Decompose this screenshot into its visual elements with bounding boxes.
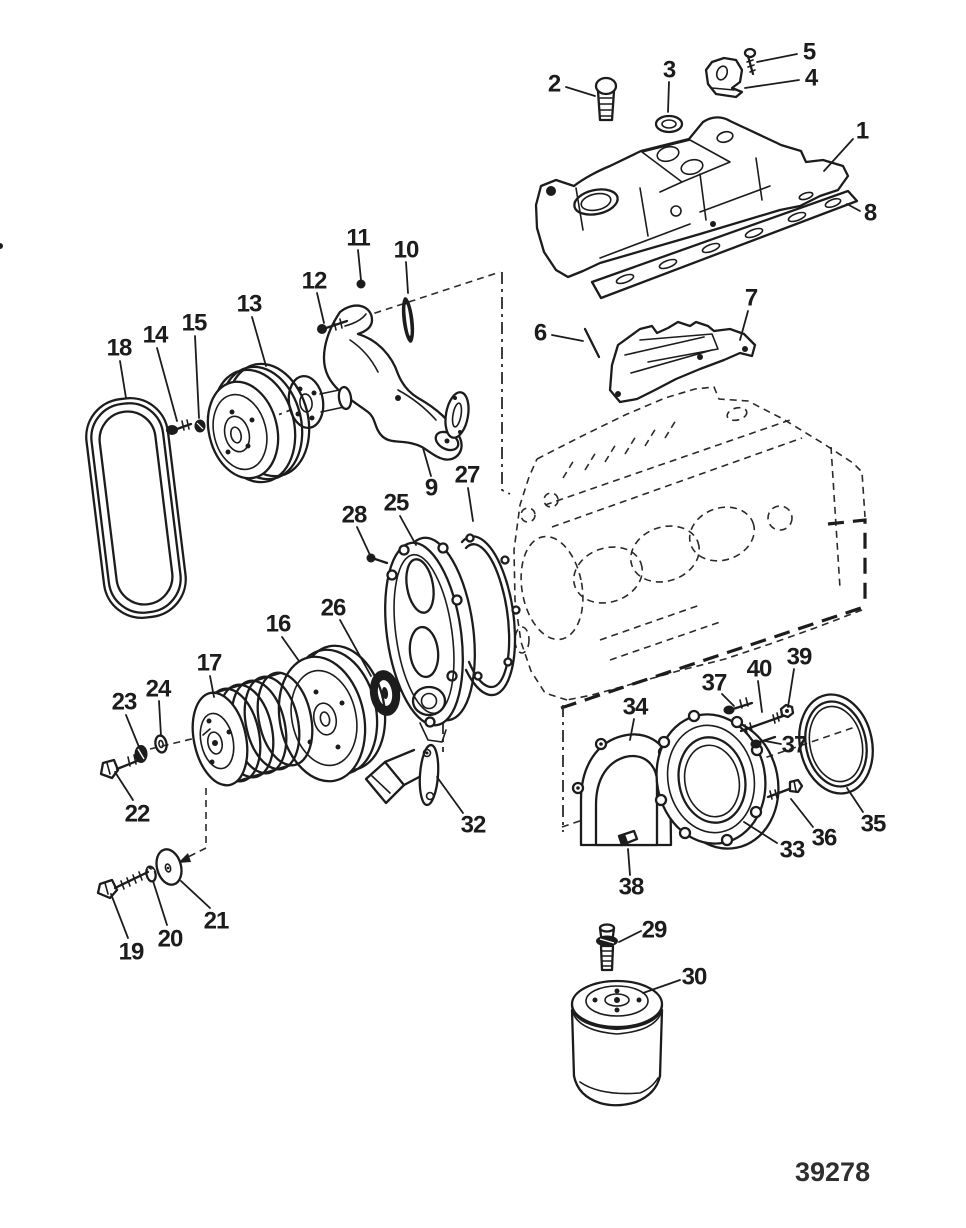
dowel-pin-drawing	[583, 327, 601, 359]
rear-seal-group	[571, 693, 874, 850]
pulley-bolt-drawing	[166, 419, 193, 435]
callout-39: 39	[787, 644, 812, 671]
callout-10: 10	[394, 237, 419, 264]
callout-34: 34	[623, 694, 649, 721]
callout-8: 8	[864, 200, 877, 227]
water-pump-group	[287, 279, 470, 461]
callout-7: 7	[745, 285, 758, 312]
retainer-gasket-drawing	[571, 733, 673, 847]
bracket-drawing	[364, 743, 440, 807]
lift-bracket-drawing	[704, 56, 744, 99]
callout-36: 36	[812, 825, 837, 852]
callout-22: 22	[125, 801, 150, 828]
callout-leader-lines	[110, 53, 864, 994]
callout-20: 20	[158, 926, 183, 953]
callout-17: 17	[197, 650, 222, 677]
bracket-screw-drawing	[743, 47, 757, 76]
manifold-seal-drawing	[654, 114, 684, 134]
callout-40: 40	[747, 656, 772, 683]
callout-37b: 37	[782, 732, 807, 759]
callout-29: 29	[642, 917, 667, 944]
callout-3: 3	[663, 57, 676, 84]
pump-pulley-drawing	[206, 362, 311, 484]
manifold-bolt-drawing	[594, 76, 618, 122]
lockwasher-20-drawing	[145, 865, 157, 883]
oil-fitting-drawing	[596, 923, 618, 972]
drawing-number: 39278	[795, 1157, 870, 1187]
key-38-drawing	[617, 829, 639, 847]
intake-manifold-drawing	[0, 47, 859, 300]
callout-21: 21	[204, 908, 229, 935]
callout-13: 13	[237, 291, 262, 318]
pump-bolt-drawing	[317, 318, 349, 334]
drive-belt-drawing	[85, 397, 187, 619]
callout-15: 15	[182, 310, 207, 337]
callout-11: 11	[346, 225, 370, 252]
pump-pulley-group	[85, 362, 311, 619]
callout-38: 38	[619, 874, 644, 901]
nut-39-drawing	[779, 703, 795, 719]
retainer-bolt-36-drawing	[766, 778, 804, 800]
valley-pan-group	[583, 320, 757, 404]
pump-nut-drawing	[356, 279, 366, 289]
callout-30: 30	[682, 964, 707, 991]
pulley-nut-drawing	[194, 419, 206, 433]
valley-pan-drawing	[608, 320, 757, 404]
harmonic-balancer-drawing	[191, 671, 314, 787]
callout-12: 12	[302, 268, 327, 295]
callout-23: 23	[112, 689, 137, 716]
callout-14: 14	[143, 322, 169, 349]
timing-cover-gasket-drawing	[460, 533, 521, 697]
callout-33: 33	[780, 837, 805, 864]
stud-40-drawing	[739, 712, 785, 734]
callout-37a: 37	[702, 670, 727, 697]
callout-5: 5	[803, 39, 816, 66]
callout-6: 6	[534, 320, 547, 347]
balancer-bolt-drawing	[99, 754, 144, 780]
retainer-bolt-37b-drawing	[750, 735, 777, 749]
callout-28: 28	[342, 502, 367, 529]
callout-24: 24	[146, 676, 172, 703]
callout-25: 25	[384, 490, 409, 517]
callout-1: 1	[856, 118, 869, 145]
retainer-bolt-37a-drawing	[723, 697, 754, 715]
callout-2: 2	[548, 71, 561, 98]
callout-9: 9	[425, 475, 438, 502]
callout-27: 27	[455, 462, 480, 489]
callout-4: 4	[805, 65, 819, 92]
cover-bolt-drawing	[366, 553, 389, 565]
callout-35: 35	[861, 811, 886, 838]
gasket-ring-drawing	[401, 297, 415, 343]
timing-cover-group	[364, 533, 521, 807]
callout-19: 19	[119, 939, 144, 966]
engine-block-drawing	[513, 386, 866, 701]
callout-16: 16	[266, 611, 291, 638]
manifold-gasket-drawing	[590, 189, 859, 300]
callout-labels: 1 2 3 4 5 6 7 8 9 10 11 12 13 14 15 16 1…	[107, 39, 887, 991]
seal-retainer-drawing	[654, 709, 780, 850]
washer-24-drawing	[154, 734, 168, 754]
pulley-washer-drawing	[155, 848, 183, 886]
rear-seal-drawing	[798, 693, 874, 795]
oil-filter-drawing	[570, 979, 664, 1107]
balancer-group	[96, 644, 387, 900]
water-pump-drawing	[287, 304, 463, 461]
lockwasher-23-drawing	[134, 745, 148, 763]
oil-filter-group	[570, 923, 664, 1107]
callout-32: 32	[461, 812, 486, 839]
callout-18: 18	[107, 335, 132, 362]
pump-gasket-drawing	[444, 391, 470, 439]
callout-26: 26	[321, 595, 346, 622]
pulley-screw-drawing	[96, 870, 150, 900]
